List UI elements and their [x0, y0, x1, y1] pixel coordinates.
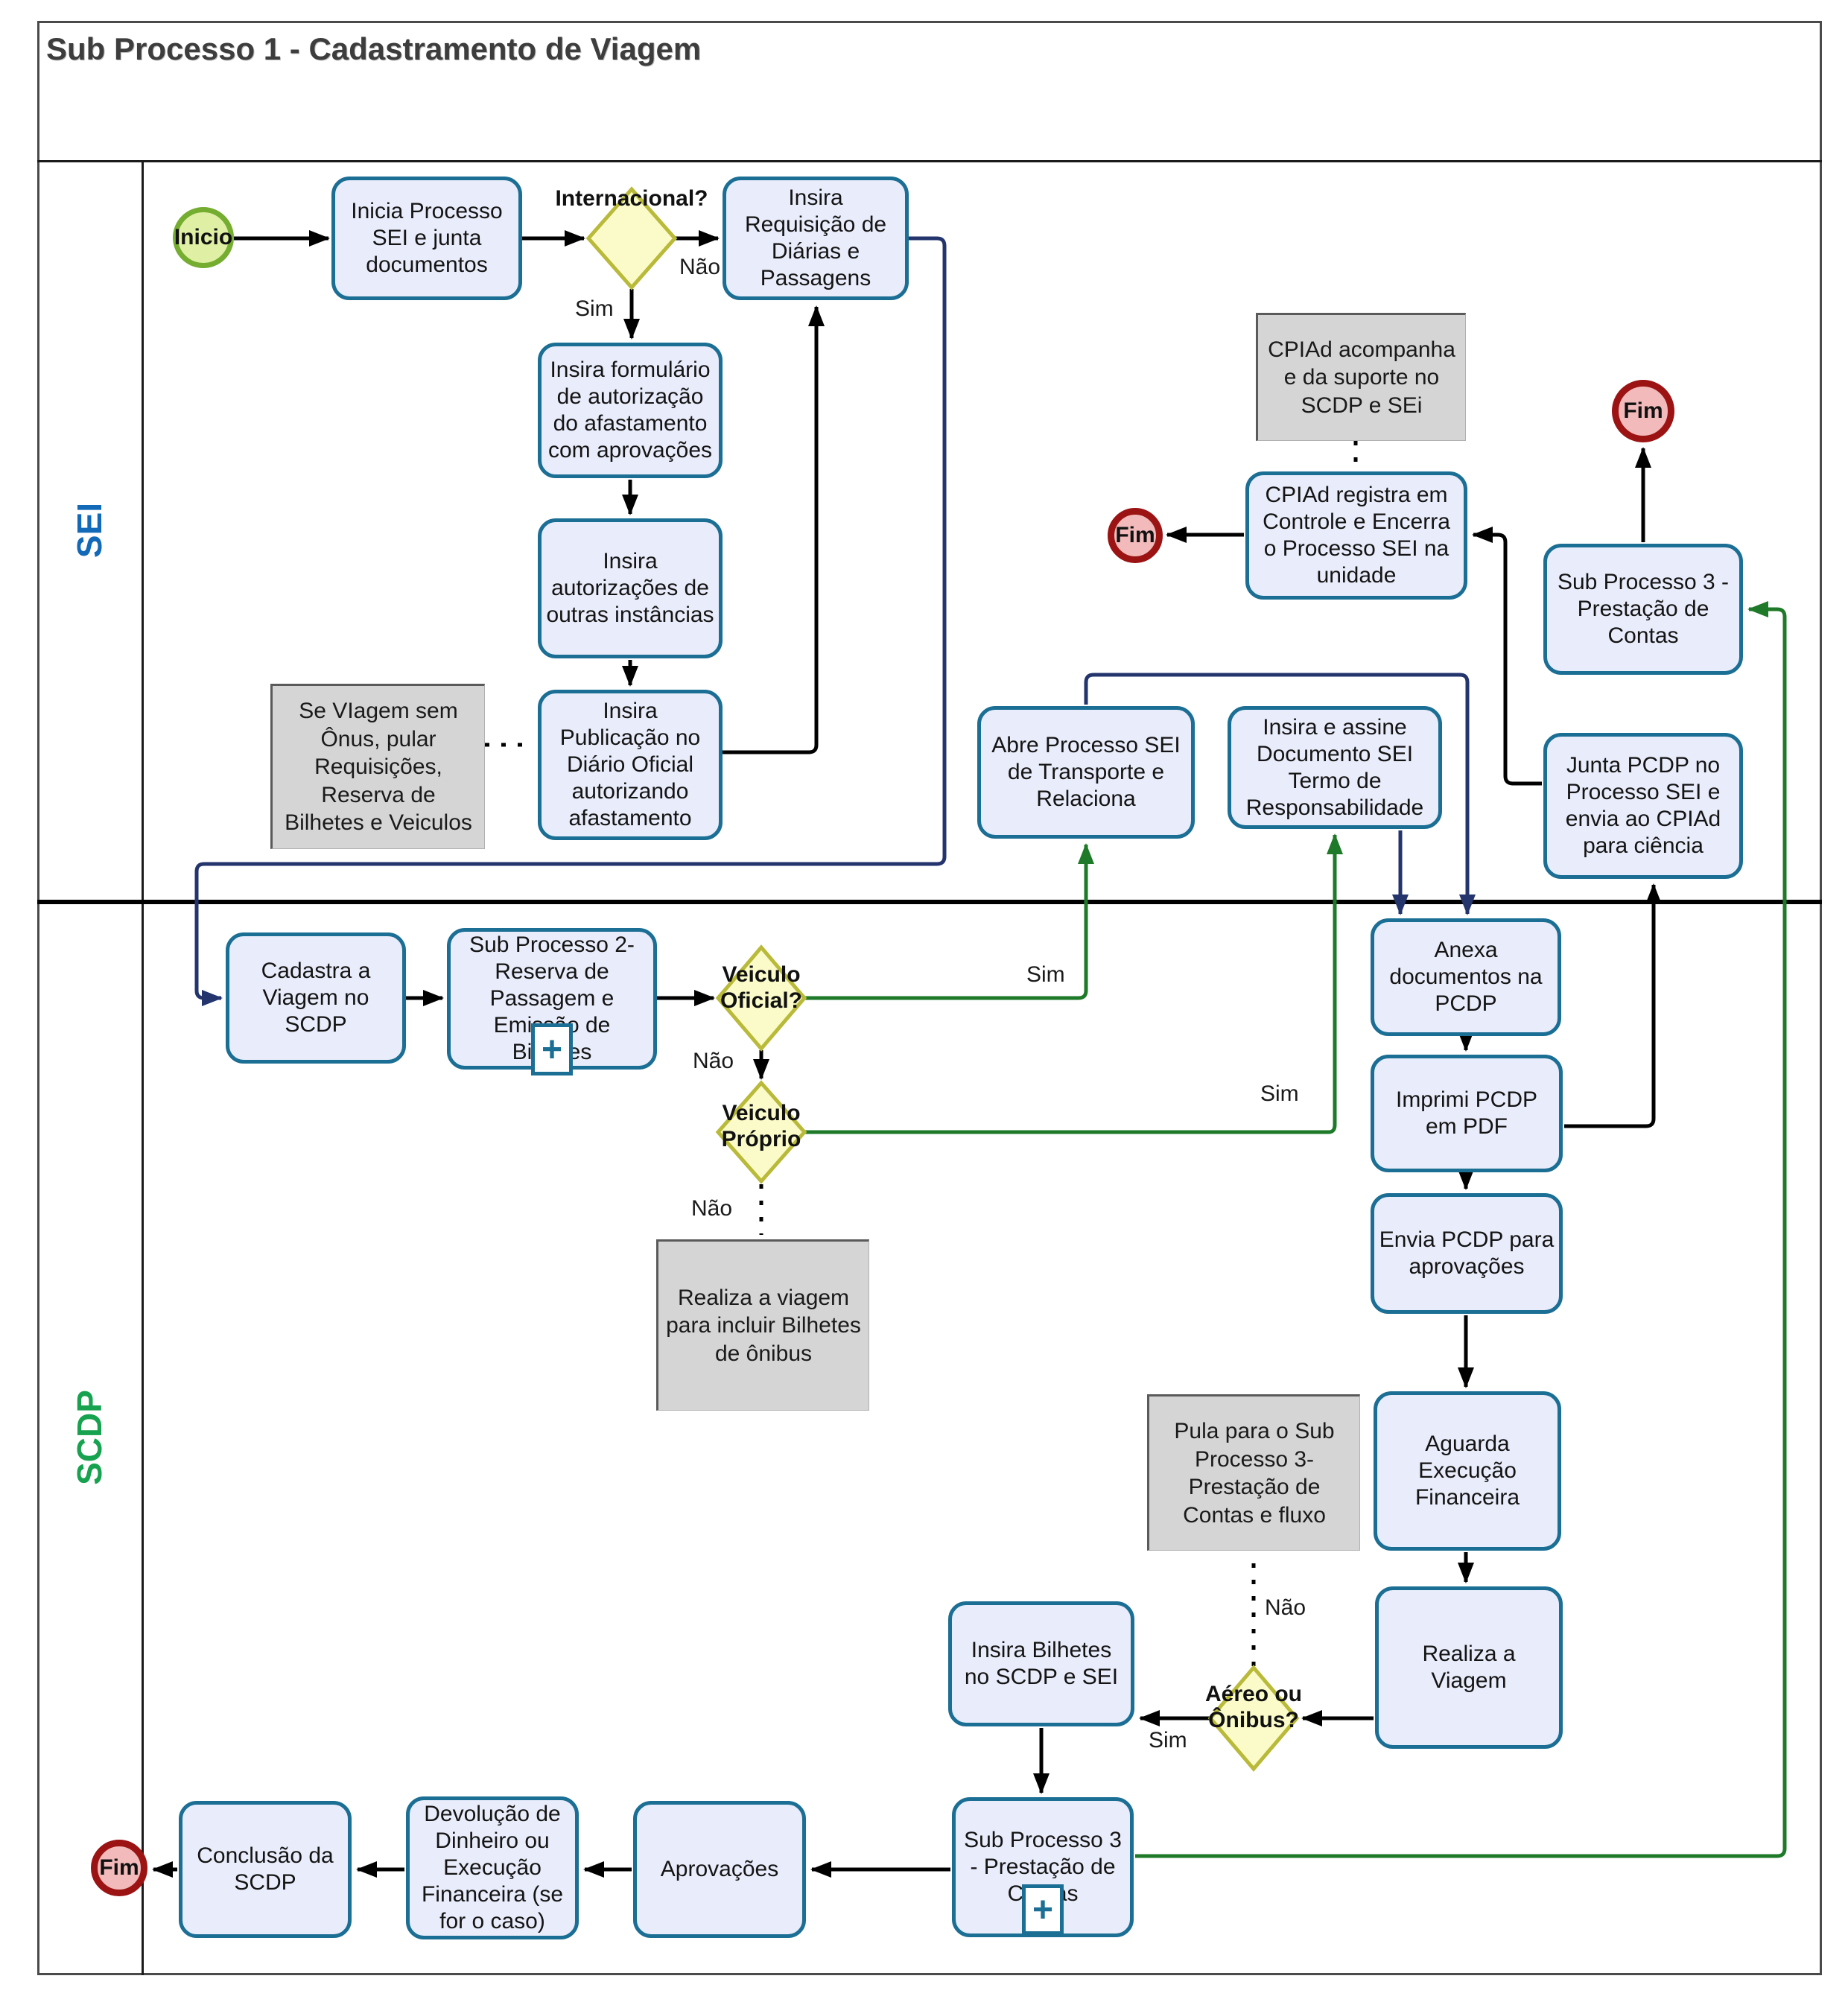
task-cpiad-registra: CPIAd registra em Controle e Encerra o P…	[1245, 471, 1467, 600]
task-label: Aguarda Execução Financeira	[1414, 1432, 1520, 1510]
task-label: Realiza a Viagem	[1422, 1642, 1516, 1693]
task-label: Conclusão da SCDP	[197, 1843, 334, 1895]
gateway-veiculo-proprio-label: Veiculo Próprio	[721, 1101, 801, 1151]
task-label: Insira Bilhetes no SCDP e SEI	[964, 1638, 1119, 1689]
start-event-label: Inicio	[174, 225, 233, 250]
plus-glyph: +	[1032, 1890, 1054, 1930]
subprocess-plus-icon: +	[1022, 1884, 1064, 1935]
page-title: Sub Processo 1 - Cadastramento de Viagem	[46, 31, 702, 66]
task-realiza-viagem: Realiza a Viagem	[1375, 1586, 1563, 1749]
task-label: Cadastra a Viagem no SCDP	[261, 959, 371, 1037]
task-label: Insira e assine Documento SEI Termo de R…	[1245, 714, 1424, 820]
lane-divider	[37, 900, 1822, 904]
task-label: Insira formulário de autorização do afas…	[547, 358, 713, 463]
edge-label-nao: Não	[679, 255, 721, 279]
note-sem-onus: Se VIagem sem Ônus, pular Requisições, R…	[270, 684, 485, 849]
task-insira-publicacao: Insira Publicação no Diário Oficial auto…	[538, 690, 723, 840]
edge-label-nao: Não	[691, 1196, 733, 1221]
start-event-inicio: Inicio	[173, 207, 234, 268]
end-event-top-right: Fim	[1612, 380, 1674, 442]
task-label: Anexa documentos na PCDP	[1389, 938, 1543, 1016]
task-label: Sub Processo 3 - Prestação de Contas	[1557, 570, 1730, 648]
task-insira-bilhetes: Insira Bilhetes no SCDP e SEI	[948, 1601, 1134, 1726]
task-label: Junta PCDP no Processo SEI e envia ao CP…	[1565, 753, 1721, 858]
task-insira-formulario: Insira formulário de autorização do afas…	[538, 343, 723, 478]
task-label: Insira autorizações de outras instâncias	[546, 549, 714, 627]
plus-glyph: +	[541, 1029, 563, 1070]
task-anexa-documentos: Anexa documentos na PCDP	[1371, 918, 1561, 1036]
edge-label-sim: Sim	[1026, 962, 1065, 987]
gateway-internacional-label: Internacional?	[555, 186, 708, 211]
edge-label-nao: Não	[1265, 1595, 1306, 1620]
title-separator	[37, 160, 1822, 162]
edge-label-nao: Não	[693, 1049, 734, 1073]
task-insira-assine-termo: Insira e assine Documento SEI Termo de R…	[1228, 706, 1442, 829]
task-junta-pcdp: Junta PCDP no Processo SEI e envia ao CP…	[1543, 733, 1743, 879]
task-label: Aprovações	[660, 1857, 779, 1881]
note-text: Se VIagem sem Ônus, pular Requisições, R…	[285, 699, 472, 836]
task-devolucao: Devolução de Dinheiro ou Execução Financ…	[406, 1796, 579, 1939]
task-cadastra-viagem: Cadastra a Viagem no SCDP	[226, 932, 406, 1064]
end-event-scdp: Fim	[91, 1840, 147, 1896]
end-event-sei: Fim	[1108, 508, 1163, 563]
end-event-label: Fim	[1623, 398, 1663, 423]
note-realiza-onibus: Realiza a viagem para incluir Bilhetes d…	[656, 1239, 869, 1411]
edge-label-sim: Sim	[575, 296, 614, 321]
edge-label-sim: Sim	[1149, 1728, 1187, 1753]
gateway-veiculo-oficial-label: Veiculo Oficial?	[720, 962, 803, 1013]
task-abre-processo-transporte: Abre Processo SEI de Transporte e Relaci…	[977, 706, 1195, 839]
task-inicia-processo: Inicia Processo SEI e junta documentos	[331, 177, 522, 300]
task-label: Imprimi PCDP em PDF	[1395, 1087, 1537, 1139]
task-envia-pcdp: Envia PCDP para aprovações	[1371, 1193, 1563, 1314]
end-event-label: Fim	[1115, 523, 1155, 547]
task-label: Insira Publicação no Diário Oficial auto…	[559, 699, 701, 830]
note-pula-sub3: Pula para o Sub Processo 3- Prestação de…	[1147, 1394, 1360, 1551]
pool-border	[37, 21, 1822, 1975]
lane-label-scdp: SCDP	[70, 1390, 109, 1485]
note-cpiad-acompanha: CPIAd acompanha e da suporte no SCDP e S…	[1256, 313, 1466, 441]
task-label: Envia PCDP para aprovações	[1379, 1227, 1555, 1279]
gateway-aereo-onibus-label: Aéreo ou Ônibus?	[1204, 1682, 1303, 1732]
task-label: Abre Processo SEI de Transporte e Relaci…	[991, 733, 1181, 811]
task-insira-autorizacoes: Insira autorizações de outras instâncias	[538, 518, 723, 658]
task-aguarda-execucao: Aguarda Execução Financeira	[1374, 1391, 1561, 1551]
note-text: CPIAd acompanha e da suporte no SCDP e S…	[1268, 337, 1455, 418]
edge-label-sim: Sim	[1260, 1081, 1299, 1106]
task-label: CPIAd registra em Controle e Encerra o P…	[1263, 483, 1450, 588]
task-label: Devolução de Dinheiro ou Execução Financ…	[421, 1802, 564, 1933]
note-text: Pula para o Sub Processo 3- Prestação de…	[1174, 1419, 1335, 1528]
task-insira-requisicao: Insira Requisição de Diárias e Passagens	[723, 177, 909, 300]
task-imprimi-pcdp: Imprimi PCDP em PDF	[1371, 1055, 1563, 1172]
task-aprovacoes: Aprovações	[633, 1801, 806, 1938]
lane-label-column-line	[142, 160, 144, 1975]
task-label: Inicia Processo SEI e junta documentos	[351, 199, 503, 277]
task-sub-processo3-topo: Sub Processo 3 - Prestação de Contas	[1543, 544, 1743, 675]
lane-label-sei: SEI	[70, 502, 109, 559]
task-conclusao-scdp: Conclusão da SCDP	[179, 1801, 352, 1938]
note-text: Realiza a viagem para incluir Bilhetes d…	[666, 1285, 861, 1366]
end-event-label: Fim	[99, 1855, 139, 1880]
task-label: Insira Requisição de Diárias e Passagens	[744, 185, 887, 290]
subprocess-plus-icon: +	[531, 1023, 573, 1075]
